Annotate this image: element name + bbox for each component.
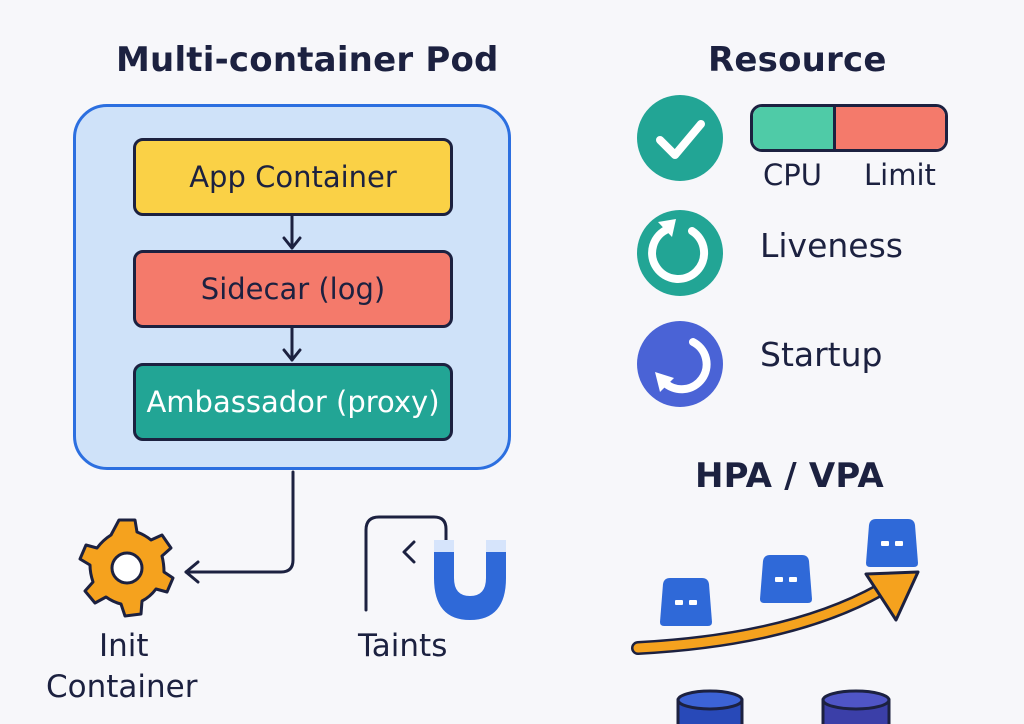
startup-restart-icon: [637, 321, 723, 407]
cpu-usage-fill: [753, 107, 836, 149]
app-container-box: App Container: [133, 138, 453, 216]
cpu-label: CPU: [763, 158, 822, 192]
pod-replica-icon: [660, 578, 712, 626]
liveness-label: Liveness: [760, 226, 903, 265]
flow-arrow-sidecar-to-ambassador: [282, 326, 302, 362]
taints-bracket-line: [364, 515, 448, 612]
pod-replica-icon: [866, 519, 918, 567]
liveness-refresh-icon: [637, 210, 723, 296]
database-icon: [821, 689, 891, 724]
pod-replica-icon: [760, 555, 812, 603]
pod-title: Multi-container Pod: [116, 40, 499, 80]
limit-label: Limit: [864, 158, 936, 192]
gear-icon: [78, 518, 175, 618]
ambassador-container-box: Ambassador (proxy): [133, 363, 453, 441]
scaling-trend-arrow: [631, 570, 920, 655]
pod-to-init-connector: [184, 470, 295, 584]
limit-remaining-fill: [835, 107, 945, 149]
check-icon: [637, 95, 723, 181]
flow-arrow-app-to-sidecar: [282, 214, 302, 250]
startup-label: Startup: [760, 335, 883, 374]
resource-usage-bar: [750, 104, 948, 152]
resource-title: Resource: [708, 40, 887, 80]
database-icon: [676, 689, 744, 724]
sidecar-container-box: Sidecar (log): [133, 250, 453, 328]
init-container-label-line2: Container: [46, 669, 198, 705]
init-container-label-line1: Init: [99, 628, 149, 664]
scaling-title: HPA / VPA: [695, 456, 884, 496]
taints-label: Taints: [358, 628, 448, 664]
magnet-icon: [434, 540, 506, 620]
